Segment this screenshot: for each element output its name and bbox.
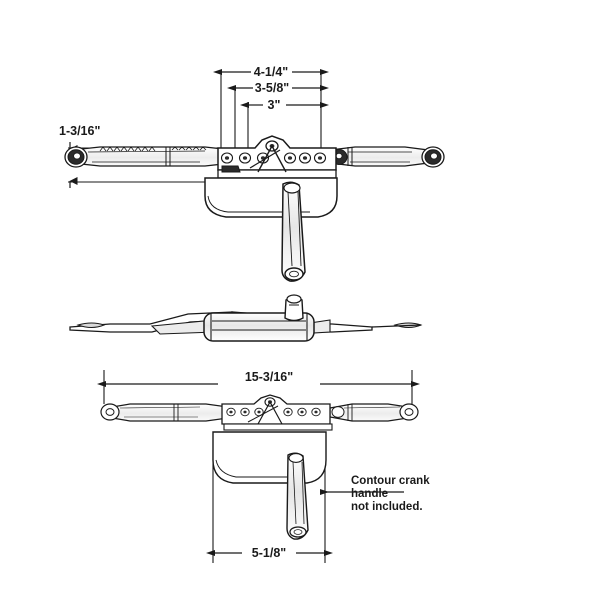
bottom-right-pivot bbox=[331, 406, 345, 418]
crank-knob-hole bbox=[289, 270, 299, 278]
side-right-link bbox=[371, 324, 422, 328]
cover-inner-contour bbox=[207, 195, 310, 213]
bottom-cover-contour bbox=[215, 459, 300, 478]
bottom-linkage-vee bbox=[257, 400, 283, 425]
operator-cover bbox=[204, 177, 338, 218]
side-profile-view bbox=[69, 294, 423, 342]
bottom-crank-highlight-2 bbox=[301, 461, 305, 525]
crank-note-line-2: handle bbox=[351, 488, 388, 500]
dim-label-body-width: 5-1/8" bbox=[252, 546, 286, 560]
housing-shadow-block bbox=[221, 165, 241, 173]
bottom-right-arm-line bbox=[343, 406, 401, 409]
crank-note-group: Contour crank handle not included. bbox=[320, 475, 430, 513]
right-eyelet-hole bbox=[430, 152, 438, 160]
side-left-tip-slot bbox=[76, 322, 106, 328]
housing-rivet-row bbox=[220, 152, 327, 164]
left-eyelet-hole bbox=[73, 152, 81, 160]
bottom-crank-hub bbox=[288, 453, 304, 463]
bottom-dimension-group: 15-3/16" 5-1/8" bbox=[97, 370, 420, 563]
bottom-right-eyelet-hole bbox=[404, 408, 414, 416]
bottom-view bbox=[100, 394, 419, 540]
bottom-crank-knob-hole bbox=[293, 529, 303, 535]
crank-note-line-1: Contour crank bbox=[351, 475, 430, 487]
right-inner-pivot-hole bbox=[335, 153, 343, 159]
housing-linkage-vee bbox=[257, 144, 287, 173]
housing-linkage-diagonal bbox=[249, 149, 281, 169]
dim-label-height-left: 1-3/16" bbox=[59, 124, 100, 138]
left-arm-edge-line bbox=[87, 150, 206, 153]
top-dimension-group: 4-1/4" 3-5/8" 3" 1-3/16" bbox=[59, 65, 329, 188]
bottom-linkage-diagonal bbox=[247, 405, 279, 423]
bottom-left-eyelet-hole bbox=[105, 408, 115, 416]
side-body-housing bbox=[203, 312, 315, 342]
crank-hub-top bbox=[283, 182, 301, 194]
dim-label-overall-width: 4-1/4" bbox=[254, 65, 288, 79]
top-view bbox=[64, 135, 445, 282]
crank-note-line-3: not included. bbox=[351, 501, 423, 513]
dim-label-overall-length: 15-3/16" bbox=[245, 370, 293, 384]
bottom-rivet-row bbox=[226, 407, 321, 417]
crank-handle-highlight-2 bbox=[297, 191, 302, 267]
bottom-crank-highlight-1 bbox=[292, 461, 297, 525]
left-arm bbox=[71, 146, 233, 167]
bottom-left-arm-line bbox=[119, 406, 201, 409]
bottom-base-plate bbox=[223, 423, 333, 431]
crank-handle-highlight-1 bbox=[287, 191, 293, 267]
side-crank-cap bbox=[286, 294, 302, 304]
bottom-left-arm bbox=[105, 403, 229, 422]
dim-label-inner-width: 3" bbox=[268, 98, 281, 112]
left-arm-serrations bbox=[99, 146, 207, 152]
dim-label-mid-width: 3-5/8" bbox=[255, 81, 289, 95]
